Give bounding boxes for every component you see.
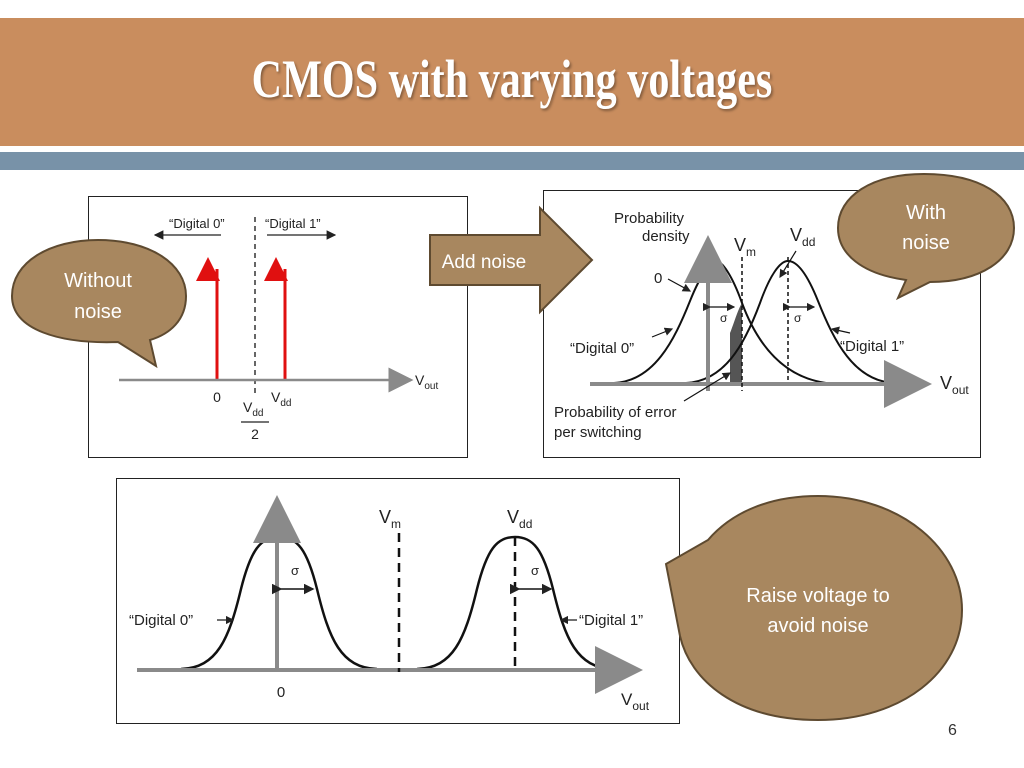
noisy-voltage-diagram: σ σ Probability density Vm Vdd 0 “Digita… <box>554 210 969 441</box>
error-pointer <box>683 372 732 402</box>
vout-label: Vout <box>940 373 969 397</box>
raised-voltage-diagram: σ σ Vm Vdd “Digital 0” “Digital 1” 0 Vou… <box>129 495 650 713</box>
vdd-half-numerator: Vdd <box>243 399 263 419</box>
digital1-label: “Digital 1” <box>579 612 643 629</box>
vm-label: Vm <box>379 507 401 531</box>
prob-density-label-1: Probability <box>614 210 685 227</box>
digital1-pointer <box>830 326 851 335</box>
with-noise-text-2: noise <box>902 232 950 254</box>
prob-density-label-2: density <box>642 228 690 245</box>
raise-voltage-text-2: avoid noise <box>767 615 868 637</box>
zero-pointer <box>667 278 692 292</box>
title-bar <box>0 18 1024 146</box>
vout-label: Vout <box>415 372 438 392</box>
digital0-label: “Digital 0” <box>570 340 634 357</box>
digital0-pointer <box>651 327 674 338</box>
digital0-label: “Digital 0” <box>169 216 225 231</box>
without-noise-text-1: Without <box>64 270 132 292</box>
error-label-1: Probability of error <box>554 404 677 421</box>
without-noise-callout: Without noise <box>10 238 188 369</box>
slide-title: CMOS with varying voltages <box>251 49 773 109</box>
zero-label: 0 <box>213 389 221 405</box>
sigma1-label: σ <box>531 563 539 578</box>
title-stripe <box>0 152 1024 170</box>
sigma0-label: σ <box>291 563 299 578</box>
digital1-label: “Digital 1” <box>265 216 321 231</box>
zero-label: 0 <box>654 270 662 287</box>
add-noise-text: Add noise <box>442 252 527 273</box>
with-noise-text-1: With <box>906 202 946 224</box>
sigma0-label: σ <box>720 311 728 325</box>
zero-label: 0 <box>277 684 285 701</box>
vdd-pointer <box>779 250 797 279</box>
vout-label: Vout <box>621 690 650 713</box>
panel-without-noise: “Digital 0” “Digital 1” Vout 0 Vdd Vdd 2 <box>88 196 468 458</box>
raise-voltage-text-1: Raise voltage to <box>746 585 889 607</box>
without-noise-text-2: noise <box>74 301 122 323</box>
digital1-label: “Digital 1” <box>840 338 904 355</box>
vdd-label: Vdd <box>507 507 532 531</box>
with-noise-callout: With noise <box>836 172 1016 301</box>
ideal-voltage-diagram: “Digital 0” “Digital 1” Vout 0 Vdd Vdd 2 <box>119 216 438 442</box>
add-noise-arrow: Add noise <box>429 205 594 315</box>
error-region <box>730 303 742 384</box>
error-label-2: per switching <box>554 424 642 441</box>
vdd-half-denominator: 2 <box>251 426 259 442</box>
digital0-label: “Digital 0” <box>129 612 193 629</box>
raise-voltage-callout: Raise voltage to avoid noise <box>664 494 964 722</box>
panel-raised-voltage: σ σ Vm Vdd “Digital 0” “Digital 1” 0 Vou… <box>116 478 680 724</box>
page-number: 6 <box>948 722 957 739</box>
vdd-label: Vdd <box>790 225 815 249</box>
vdd-label: Vdd <box>271 389 291 409</box>
vm-label: Vm <box>734 235 756 259</box>
sigma1-label: σ <box>794 311 802 325</box>
